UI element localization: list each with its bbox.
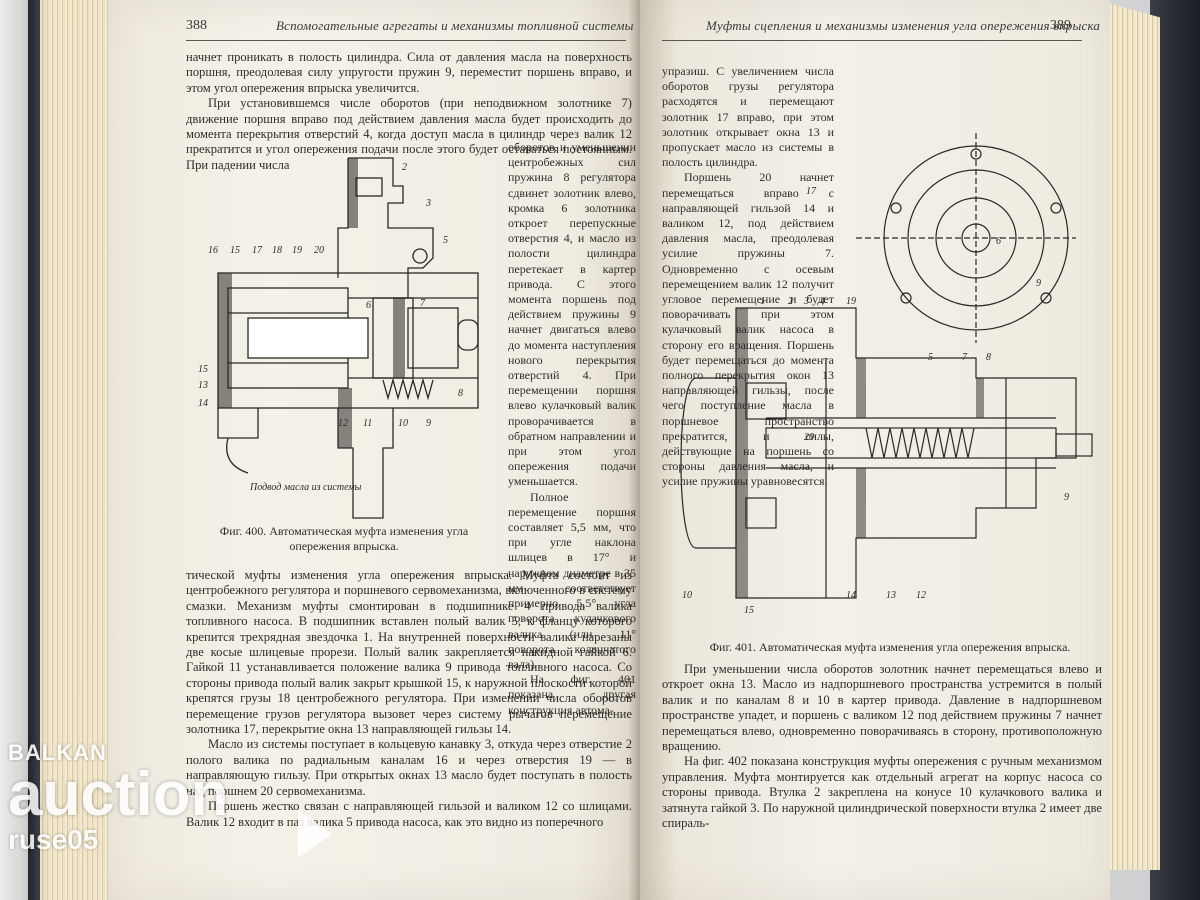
right-page-number: 389 — [1050, 18, 1071, 33]
fig-label: 17 — [252, 245, 263, 256]
left-text-bottom: тической муфты изменения угла опережения… — [186, 568, 632, 830]
fig-label: 2 — [788, 296, 793, 307]
right-text-bottom: При уменьшении числа оборотов золотник н… — [662, 662, 1102, 831]
fig-label: 15 — [198, 364, 208, 375]
fig-label: 20 — [314, 245, 324, 256]
fig-label: 8 — [986, 352, 991, 363]
fig-label: 19 — [292, 245, 302, 256]
fig-label: 9 — [1064, 492, 1069, 503]
fig-label: 14 — [846, 590, 856, 601]
fig-label: 18 — [272, 245, 282, 256]
left-head-rule — [186, 40, 626, 41]
left-page: 388 Вспомогательные агрегаты и механизмы… — [108, 0, 656, 900]
fig-label: 15 — [744, 605, 754, 616]
paragraph: На фиг. 401 показана другая конструкция … — [508, 672, 636, 717]
fig-label: 9 — [1036, 278, 1041, 289]
fig-label: 10 — [398, 418, 408, 429]
paragraph: При уменьшении числа оборотов золотник н… — [662, 662, 1102, 754]
figure-400: 16 15 17 18 19 20 2 3 5 6 7 8 9 10 11 12 — [188, 148, 503, 528]
right-page: Муфты сцепления и механизмы изменения уг… — [640, 0, 1110, 900]
fig-label: 2 — [402, 162, 407, 173]
fig-label: 14 — [198, 398, 208, 409]
figure-401-caption: Фиг. 401. Автоматическая муфта изменения… — [709, 640, 1071, 654]
fig-label: 5 — [443, 235, 448, 246]
fig-label: 6 — [366, 300, 371, 311]
paragraph: тической муфты изменения угла опережения… — [186, 568, 632, 737]
paragraph: При установившемся числе оборотов (при н… — [186, 96, 632, 172]
fig-label: 13 — [198, 380, 208, 391]
fig-label: 11 — [363, 418, 372, 429]
left-side-column: оборотов и уменьшении центробежных сил п… — [508, 140, 636, 718]
fig-label: 15 — [230, 245, 240, 256]
fig-label: 5 — [928, 352, 933, 363]
paragraph: На фиг. 402 показана конструкция муфты о… — [662, 754, 1102, 831]
fig-label: 13 — [886, 590, 896, 601]
paragraph: Масло из системы поступает в кольцевую к… — [186, 737, 632, 798]
fig-label: 12 — [338, 418, 348, 429]
figure-401: 1 2 3 4 19 20 5 7 8 9 17 6 9 15 14 13 12 — [676, 128, 1096, 648]
fig-note: Подвод масла из системы — [249, 482, 362, 493]
left-running-head: Вспомогательные агрегаты и механизмы топ… — [276, 18, 634, 33]
fig-label: 16 — [208, 245, 218, 256]
fig-label: 9 — [426, 418, 431, 429]
paragraph: Поршень жестко связан с направляющей гил… — [186, 799, 632, 829]
paragraph: оборотов и уменьшении центробежных сил п… — [508, 140, 636, 489]
fig-label: 1 — [760, 296, 765, 307]
fig-label: 17 — [806, 186, 817, 197]
fig-label: 7 — [420, 298, 426, 309]
left-text-top: начнет проникать в полость цилиндра. Сил… — [186, 50, 632, 173]
figure-400-drawing: 16 15 17 18 19 20 2 3 5 6 7 8 9 10 11 12 — [198, 157, 479, 519]
figure-400-caption: Фиг. 400. Автоматическая муфта изменения… — [219, 524, 469, 553]
figure-401-drawing: 1 2 3 4 19 20 5 7 8 9 17 6 9 15 14 13 12 — [680, 133, 1093, 616]
paragraph: упразиш. С увеличением числа оборотов гр… — [662, 64, 834, 170]
fig-label: 3 — [425, 198, 431, 209]
fig-label: 12 — [916, 590, 926, 601]
fig-label: 3 — [803, 296, 809, 307]
paragraph: Полное перемещение поршня составляет 5,5… — [508, 489, 636, 671]
paragraph: начнет проникать в полость цилиндра. Сил… — [186, 50, 632, 95]
right-running-head: Муфты сцепления и механизмы изменения уг… — [706, 18, 1101, 33]
fig-label: 20 — [804, 432, 814, 443]
fig-label: 7 — [962, 352, 968, 363]
left-page-number: 388 — [186, 18, 207, 33]
fig-label: 4 — [820, 296, 825, 307]
fig-label: 6 — [996, 236, 1001, 247]
fig-label: 10 — [682, 590, 692, 601]
right-head-rule — [662, 40, 1082, 41]
fig-label: 19 — [846, 296, 856, 307]
fig-label: 8 — [458, 388, 463, 399]
